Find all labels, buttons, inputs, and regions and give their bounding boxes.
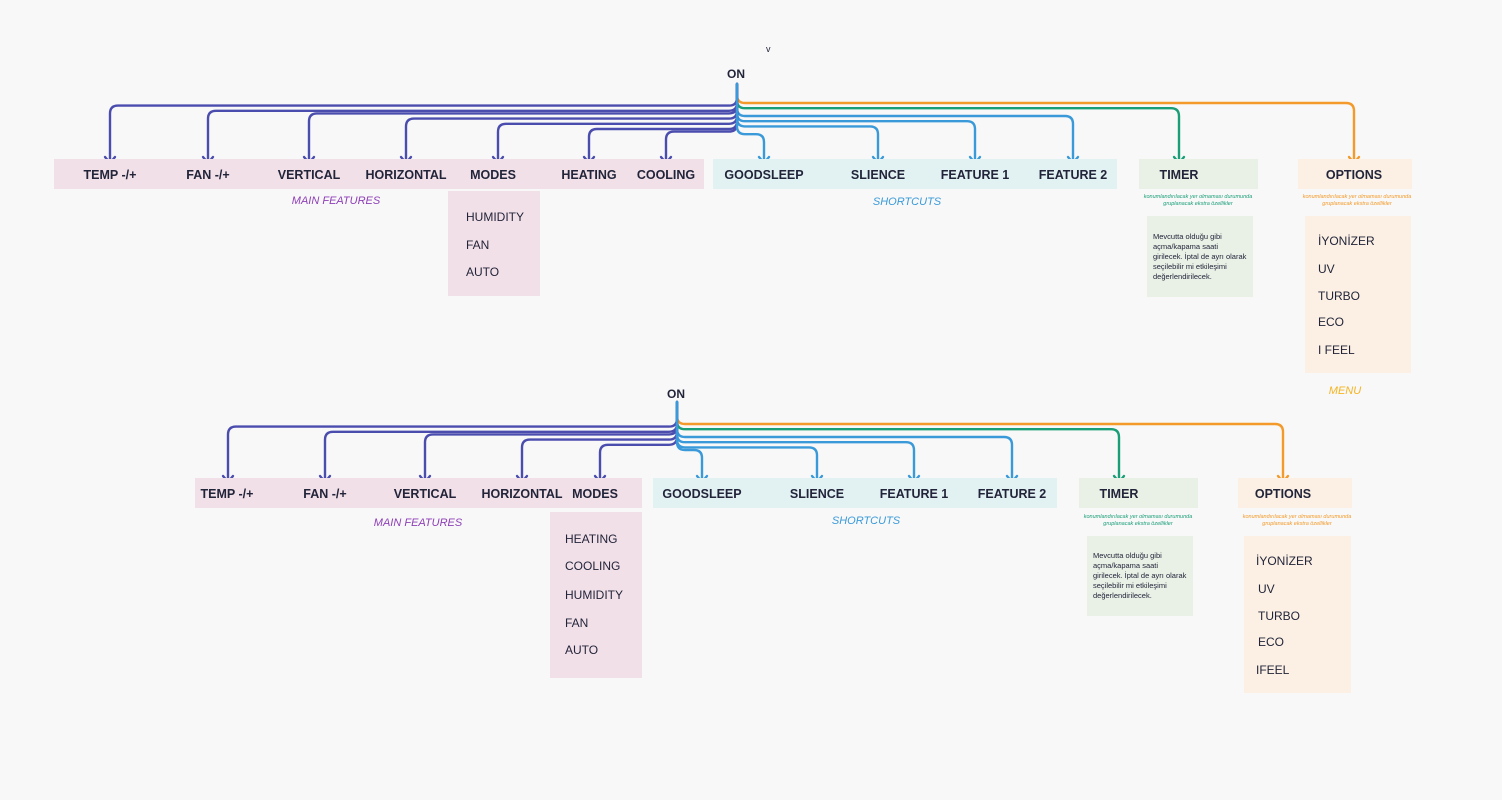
shortcut-goodsleep: GOODSLEEP: [662, 487, 742, 501]
timer-description-box: [1087, 536, 1193, 616]
option-item: İYONİZER: [1318, 234, 1375, 248]
timer-note: konumlandırılacak yer olmaması durumunda…: [1143, 194, 1253, 207]
feature-horizontal: HORIZONTAL: [481, 487, 563, 501]
mode-item: AUTO: [565, 643, 599, 657]
feature-temp: TEMP -/+: [200, 487, 254, 501]
connector-line: [423, 400, 679, 484]
timer-bar: [1139, 159, 1258, 189]
options-list-box: [1244, 536, 1351, 693]
feature-vertical: VERTICAL: [393, 487, 457, 501]
shortcut-goodsleep: GOODSLEEP: [724, 168, 804, 182]
main-features-caption: MAIN FEATURES: [291, 195, 381, 207]
menu-caption: MENU: [1328, 385, 1362, 397]
options-label: OPTIONS: [1254, 487, 1312, 501]
feature-modes: MODES: [572, 487, 618, 501]
root-node-on: ON: [727, 67, 745, 81]
option-item: ECO: [1258, 635, 1285, 649]
shortcut-slience: SLIENCE: [850, 168, 906, 182]
options-label: OPTIONS: [1325, 168, 1383, 182]
shortcut-feature-1: FEATURE 1: [940, 168, 1010, 182]
timer-description: Mevcutta olduğu gibi açma/kapama saati g…: [1093, 551, 1187, 600]
shortcut-slience: SLIENCE: [789, 487, 845, 501]
option-item: I FEEL: [1318, 343, 1355, 357]
timer-note: konumlandırılacak yer olmaması durumunda…: [1083, 514, 1193, 527]
feature-vertical: VERTICAL: [277, 168, 341, 182]
mode-item: COOLING: [565, 559, 621, 573]
connector-line: [226, 400, 679, 484]
option-item: ECO: [1318, 315, 1345, 329]
connector-line: [675, 400, 916, 484]
timer-label: TIMER: [1099, 487, 1139, 501]
mode-item: HUMIDITY: [466, 210, 524, 224]
top-mark: v: [766, 44, 771, 54]
root-node-on: ON: [667, 387, 685, 401]
option-item: UV: [1318, 262, 1335, 276]
shortcuts-bar: [713, 159, 1117, 189]
connector-line: [323, 400, 679, 484]
shortcut-feature-2: FEATURE 2: [977, 487, 1047, 501]
connector-line: [735, 82, 766, 165]
timer-description-box: [1147, 216, 1253, 297]
shortcut-feature-1: FEATURE 1: [879, 487, 949, 501]
shortcut-feature-2: FEATURE 2: [1038, 168, 1108, 182]
main-features-bar: [195, 478, 642, 508]
mode-item: FAN: [565, 616, 589, 630]
mode-item: HUMIDITY: [565, 588, 623, 602]
modes-list-box: [550, 512, 642, 678]
option-item: İYONİZER: [1256, 554, 1313, 568]
modes-list-box: [448, 191, 540, 296]
feature-fan: FAN -/+: [303, 487, 347, 501]
shortcuts-caption: SHORTCUTS: [831, 515, 901, 527]
options-bar: [1238, 478, 1352, 508]
option-item: TURBO: [1258, 609, 1300, 623]
mode-item: AUTO: [466, 265, 500, 279]
shortcuts-bar: [653, 478, 1057, 508]
connector-line: [675, 400, 704, 484]
feature-cooling: COOLING: [636, 168, 696, 182]
mode-item: HEATING: [565, 532, 618, 546]
option-item: UV: [1258, 582, 1275, 596]
feature-modes: MODES: [470, 168, 516, 182]
feature-fan: FAN -/+: [186, 168, 230, 182]
options-bar: [1298, 159, 1412, 189]
connector-line: [598, 400, 679, 484]
feature-temp: TEMP -/+: [83, 168, 137, 182]
main-features-caption: MAIN FEATURES: [373, 517, 463, 529]
feature-heating: HEATING: [561, 168, 617, 182]
shortcuts-caption: SHORTCUTS: [872, 196, 942, 208]
main-features-bar: [54, 159, 704, 189]
options-note: konumlandırılacak yer olmaması durumunda…: [1302, 194, 1412, 207]
feature-horizontal: HORIZONTAL: [365, 168, 447, 182]
options-list-box: [1305, 216, 1411, 373]
options-note: konumlandırılacak yer olmaması durumunda…: [1242, 514, 1352, 527]
timer-label: TIMER: [1159, 168, 1199, 182]
timer-bar: [1079, 478, 1198, 508]
option-item: IFEEL: [1256, 663, 1290, 677]
mode-item: FAN: [466, 238, 490, 252]
option-item: TURBO: [1318, 289, 1360, 303]
timer-description: Mevcutta olduğu gibi açma/kapama saati g…: [1153, 232, 1247, 281]
